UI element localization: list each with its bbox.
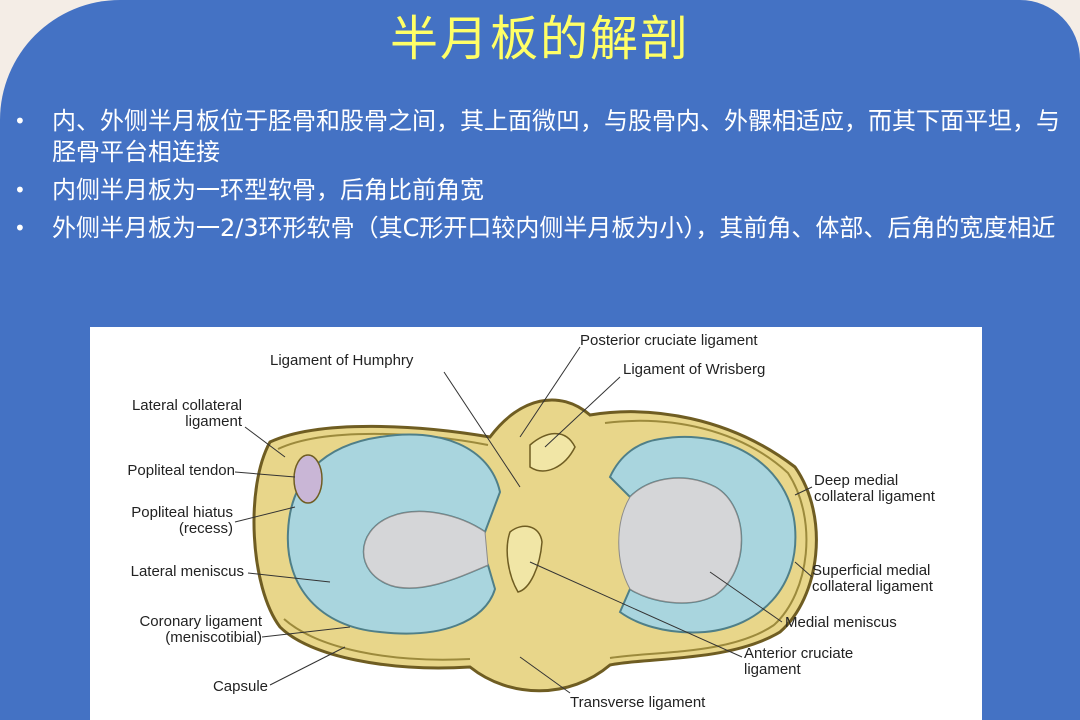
medial-center-bone: [618, 477, 742, 604]
label-line: (recess): [178, 520, 233, 537]
label-line: (meniscotibial): [165, 629, 262, 646]
slide-title: 半月板的解剖: [389, 11, 690, 67]
label-line: Superficial medial: [812, 562, 931, 579]
label-line: ligament: [185, 413, 242, 430]
label-deep-medial-collateral: Deep medial collateral ligament: [814, 473, 935, 505]
label-popliteal-tendon: Popliteal tendon: [127, 462, 235, 479]
bullet-text: 外侧半月板为一2/3环形软骨（其C形开口较内侧半月板为小），其前角、体部、后角的…: [52, 214, 1056, 242]
label-anterior-cruciate: Anterior cruciate ligament: [744, 646, 853, 678]
bullet-text: 内侧半月板为一环型软骨，后角比前角宽: [52, 176, 484, 204]
label-posterior-cruciate: Posterior cruciate ligament: [580, 332, 758, 349]
bullet-item: • 内侧半月板为一环型软骨，后角比前角宽: [14, 175, 1074, 206]
label-line: Deep medial: [814, 472, 899, 489]
label-ligament-humphry: Ligament of Humphry: [270, 352, 414, 369]
bullet-text: 内、外侧半月板位于胫骨和股骨之间，其上面微凹，与股骨内、外髁相适应，而其下面平坦…: [52, 107, 1060, 166]
label-superficial-medial-collateral: Superficial medial collateral ligament: [812, 563, 933, 595]
label-line: Lateral collateral: [131, 397, 242, 414]
bullet-marker: •: [14, 109, 26, 133]
anterior-cruciate: [506, 525, 543, 593]
label-line: Coronary ligament: [139, 613, 262, 630]
label-ligament-wrisberg: Ligament of Wrisberg: [623, 361, 766, 378]
label-line: Anterior cruciate: [744, 645, 854, 662]
label-lateral-collateral: Lateral collateral ligament: [90, 398, 242, 430]
label-line: collateral ligament: [814, 488, 935, 505]
bullet-item: • 内、外侧半月板位于胫骨和股骨之间，其上面微凹，与股骨内、外髁相适应，而其下面…: [14, 106, 1074, 168]
bullet-marker: •: [14, 216, 26, 240]
popliteal-tendon: [293, 454, 323, 504]
label-lateral-meniscus: Lateral meniscus: [130, 563, 244, 580]
capsule-band: [277, 419, 808, 661]
leader-lines: [234, 346, 813, 694]
label-line: collateral ligament: [812, 578, 933, 595]
label-line: ligament: [744, 661, 801, 678]
label-capsule: Capsule: [212, 678, 268, 695]
lateral-center-bone: [363, 511, 489, 589]
label-popliteal-hiatus: Popliteal hiatus (recess): [90, 505, 233, 537]
label-coronary-ligament: Coronary ligament (meniscotibial): [90, 614, 262, 646]
bullet-list: • 内、外侧半月板位于胫骨和股骨之间，其上面微凹，与股骨内、外髁相适应，而其下面…: [14, 106, 1074, 251]
meniscus-anatomy-figure: Posterior cruciate ligament Ligament of …: [90, 327, 982, 720]
bullet-item: • 外侧半月板为一2/3环形软骨（其C形开口较内侧半月板为小），其前角、体部、后…: [14, 213, 1074, 244]
posterior-cruciate: [529, 432, 576, 472]
label-line: Popliteal hiatus: [131, 504, 233, 521]
label-medial-meniscus: Medial meniscus: [785, 614, 897, 631]
label-transverse-ligament: Transverse ligament: [570, 694, 706, 711]
bullet-marker: •: [14, 178, 26, 202]
knee-diagram: [234, 346, 818, 694]
